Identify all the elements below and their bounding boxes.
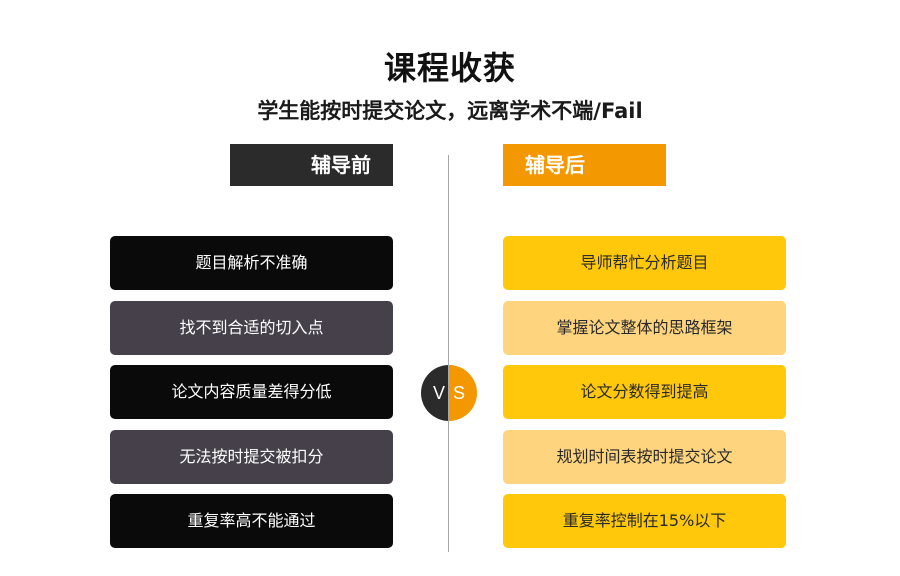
vertical-divider bbox=[448, 155, 449, 552]
vs-right-half bbox=[449, 365, 477, 421]
after-list: 导师帮忙分析题目 掌握论文整体的思路框架 论文分数得到提高 规划时间表按时提交论… bbox=[503, 236, 786, 559]
vs-left-half bbox=[421, 365, 449, 421]
vs-letter-s: S bbox=[453, 383, 466, 403]
vs-divider-line bbox=[448, 365, 449, 421]
after-header: 辅导后 bbox=[503, 144, 666, 186]
before-item: 重复率高不能通过 bbox=[110, 494, 393, 548]
page-title: 课程收获 bbox=[383, 49, 516, 87]
after-item: 导师帮忙分析题目 bbox=[503, 236, 786, 290]
before-item: 题目解析不准确 bbox=[110, 236, 393, 290]
after-item: 掌握论文整体的思路框架 bbox=[503, 300, 786, 355]
after-item: 论文分数得到提高 bbox=[503, 365, 786, 419]
vs-letter-v: V bbox=[433, 383, 446, 403]
before-item: 找不到合适的切入点 bbox=[110, 300, 393, 355]
before-item: 论文内容质量差得分低 bbox=[110, 365, 393, 419]
after-item: 重复率控制在15%以下 bbox=[503, 494, 786, 548]
page-subtitle: 学生能按时提交论文，远离学术不端/Fail bbox=[257, 99, 643, 123]
before-item: 无法按时提交被扣分 bbox=[110, 429, 393, 484]
after-item: 规划时间表按时提交论文 bbox=[503, 429, 786, 484]
before-header: 辅导前 bbox=[230, 144, 393, 186]
before-list: 题目解析不准确 找不到合适的切入点 论文内容质量差得分低 无法按时提交被扣分 重… bbox=[110, 236, 393, 559]
vs-badge: V S bbox=[421, 365, 477, 421]
